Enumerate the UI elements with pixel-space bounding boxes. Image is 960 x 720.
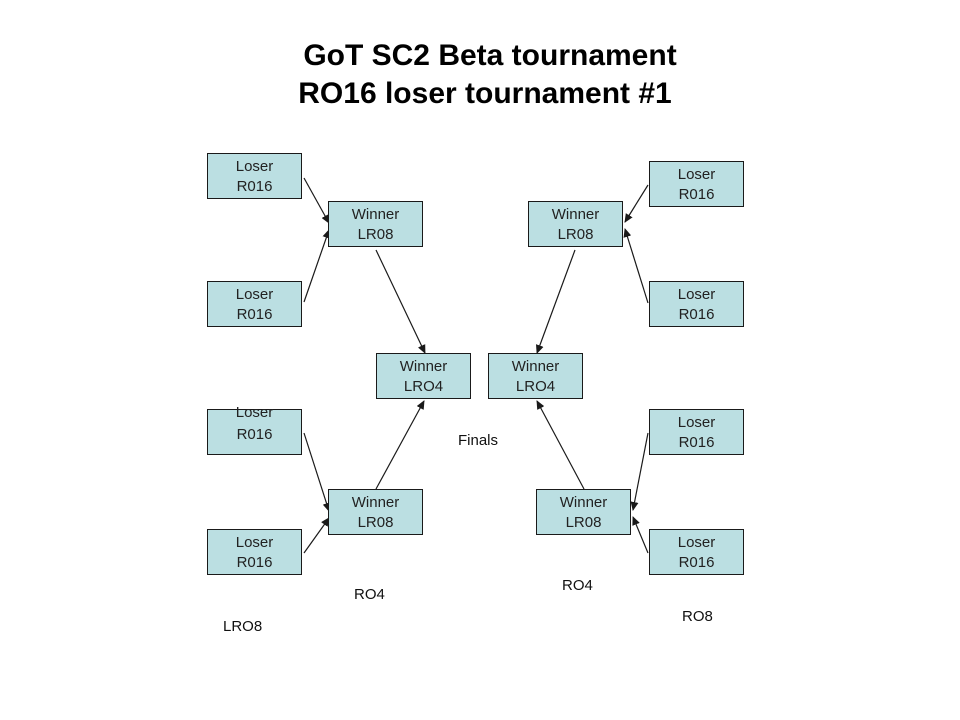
- node-loser-left-2: Loser R016: [207, 281, 302, 327]
- node-loser-left-1: Loser R016: [207, 153, 302, 199]
- node-line-2: LR08: [565, 514, 602, 531]
- node-line-1: Winner: [351, 494, 400, 511]
- node-loser-left-3: Loser R016: [207, 404, 302, 455]
- node-line-2: LR08: [557, 226, 594, 243]
- node-line-2: R016: [678, 554, 715, 571]
- node-loser-right-3: Loser R016: [649, 409, 744, 455]
- node-winner-lro4-left: Winner LRO4: [376, 353, 471, 399]
- node-line-1: Loser: [677, 166, 716, 183]
- node-loser-right-4: Loser R016: [649, 529, 744, 575]
- edge-r3-wr2: [630, 432, 649, 511]
- edge-l3-wl2: [303, 432, 331, 512]
- node-line-2: R016: [678, 434, 715, 451]
- label-ro4-right: RO4: [562, 577, 593, 594]
- edge-l2-wl1: [303, 229, 331, 303]
- node-line-1: Winner: [511, 358, 560, 375]
- node-line-2: LR08: [357, 514, 394, 531]
- node-loser-left-4: Loser R016: [207, 529, 302, 575]
- node-line-2: R016: [236, 306, 273, 323]
- node-line-2: R016: [236, 426, 273, 443]
- node-line-2: LRO4: [515, 378, 556, 395]
- node-line-1: Winner: [551, 206, 600, 223]
- node-line-1: Loser: [235, 534, 274, 551]
- label-finals: Finals: [458, 432, 499, 449]
- node-line-2: R016: [678, 186, 715, 203]
- node-line-1: Loser: [677, 286, 716, 303]
- node-line-2: LR08: [357, 226, 394, 243]
- label-lro8: LRO8: [223, 618, 263, 635]
- node-line-1: Loser: [235, 286, 274, 303]
- node-line-1: Loser: [235, 404, 274, 421]
- edge-r1-wr1: [624, 184, 649, 223]
- edge-wr1-fr: [536, 249, 576, 354]
- node-line-1: Loser: [235, 158, 274, 175]
- node-loser-right-1: Loser R016: [649, 161, 744, 207]
- node-winner-lr08-right-bottom: Winner LR08: [536, 489, 631, 535]
- label-ro8: RO8: [682, 608, 713, 625]
- node-line-2: LRO4: [403, 378, 444, 395]
- node-line-1: Loser: [677, 534, 716, 551]
- node-line-2: R016: [678, 306, 715, 323]
- node-line-2: R016: [236, 554, 273, 571]
- node-line-2: R016: [236, 178, 273, 195]
- node-winner-lr08-right-top: Winner LR08: [528, 201, 623, 247]
- diagram-title-line-2: RO16 loser tournament #1: [298, 77, 672, 110]
- node-line-1: Winner: [559, 494, 608, 511]
- edge-l4-wl2: [303, 517, 330, 554]
- edge-wr2-fr: [536, 400, 585, 490]
- node-winner-lro4-right: Winner LRO4: [488, 353, 583, 399]
- node-loser-right-2: Loser R016: [649, 281, 744, 327]
- edge-r4-wr2: [632, 516, 649, 554]
- node-winner-lr08-left-top: Winner LR08: [328, 201, 423, 247]
- edge-l1-wl1: [303, 177, 330, 224]
- node-line-1: Winner: [351, 206, 400, 223]
- edge-wl2-fl: [375, 400, 425, 490]
- node-line-1: Winner: [399, 358, 448, 375]
- edge-wl1-fl: [375, 249, 426, 354]
- node-winner-lr08-left-bottom: Winner LR08: [328, 489, 423, 535]
- diagram-title-line-1: GoT SC2 Beta tournament: [303, 39, 677, 72]
- label-ro4-left: RO4: [354, 586, 385, 603]
- edge-r2-wr1: [623, 228, 649, 304]
- node-line-1: Loser: [677, 414, 716, 431]
